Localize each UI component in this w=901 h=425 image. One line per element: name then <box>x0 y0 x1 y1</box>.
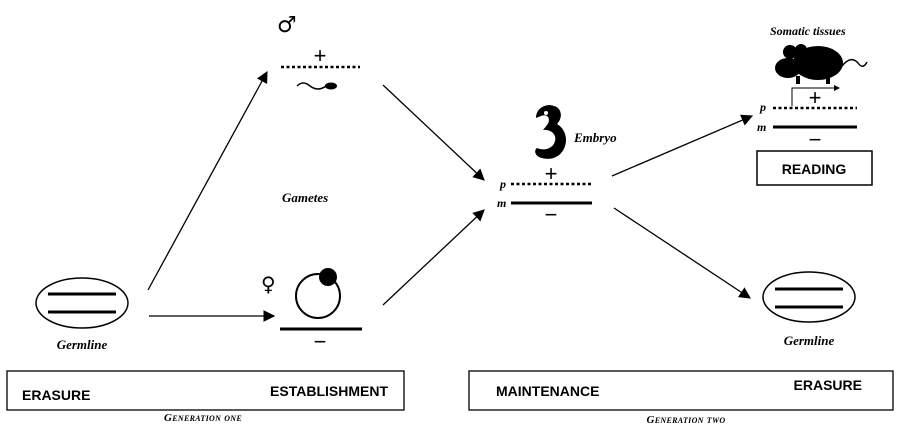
arrow-sperm-to-embryo <box>382 84 485 181</box>
generation-two-box <box>468 370 894 411</box>
egg-cell-icon <box>295 273 341 319</box>
embryo-m-label: m <box>497 196 506 210</box>
somatic-minus-sign: − <box>809 127 822 152</box>
reading-label: READING <box>782 161 847 177</box>
female-gamete: ♀ − <box>261 268 362 354</box>
expression-arrowhead-icon <box>834 85 840 91</box>
arrow-germline-to-sperm <box>147 70 268 291</box>
germline-left: Germline <box>35 277 129 352</box>
sperm-head-icon <box>325 82 337 90</box>
female-minus-sign: − <box>314 329 327 354</box>
somatic-m-label: m <box>757 120 766 134</box>
male-plus-sign: + <box>314 43 327 68</box>
germline-right: Germline <box>762 271 856 348</box>
stage-maintenance: MAINTENANCE <box>496 383 599 399</box>
generation-one-label: Generation one <box>164 412 242 424</box>
arrow-egg-to-embryo <box>382 209 485 306</box>
embryo-plus-sign: + <box>545 161 558 186</box>
germline-right-ellipse <box>762 271 856 323</box>
embryo: Embryo + p m − <box>497 105 617 227</box>
male-gamete: ♂ + <box>277 13 360 90</box>
generation-one-box <box>6 370 405 411</box>
somatic-plus-sign: + <box>809 85 822 110</box>
embryo-p-label: p <box>499 177 506 191</box>
germline-left-ellipse <box>35 277 129 329</box>
arrow-embryo-to-somatic <box>611 114 754 177</box>
male-symbol-icon: ♂ <box>277 13 297 38</box>
female-symbol-icon: ♀ <box>261 272 276 296</box>
arrow-embryo-to-germline <box>613 207 751 299</box>
stage-erasure-one: ERASURE <box>22 387 90 403</box>
gametes-label: Gametes <box>282 190 328 205</box>
stage-establishment: ESTABLISHMENT <box>270 383 388 399</box>
sperm-tail-icon <box>296 82 327 90</box>
mouse-icon <box>775 44 868 84</box>
somatic-tissues-label: Somatic tissues <box>770 24 846 38</box>
reading-box <box>756 150 873 186</box>
embryo-eye-icon <box>544 111 548 115</box>
stage-erasure-two: ERASURE <box>794 377 862 393</box>
generation-two-label: Generation two <box>647 414 726 425</box>
embryo-icon <box>535 105 567 159</box>
expression-arrow-icon <box>791 87 838 106</box>
germline-right-label: Germline <box>784 333 835 348</box>
embryo-minus-sign: − <box>545 202 558 227</box>
embryo-label: Embryo <box>573 130 617 145</box>
polar-body-icon <box>319 268 337 286</box>
generation-two: MAINTENANCE ERASURE Generation two <box>468 370 894 425</box>
generation-one: ERASURE ESTABLISHMENT Generation one <box>6 370 405 424</box>
germline-left-label: Germline <box>57 337 108 352</box>
somatic-p-label: p <box>759 100 766 114</box>
somatic-tissues: Somatic tissues + p m − READING <box>756 24 873 186</box>
